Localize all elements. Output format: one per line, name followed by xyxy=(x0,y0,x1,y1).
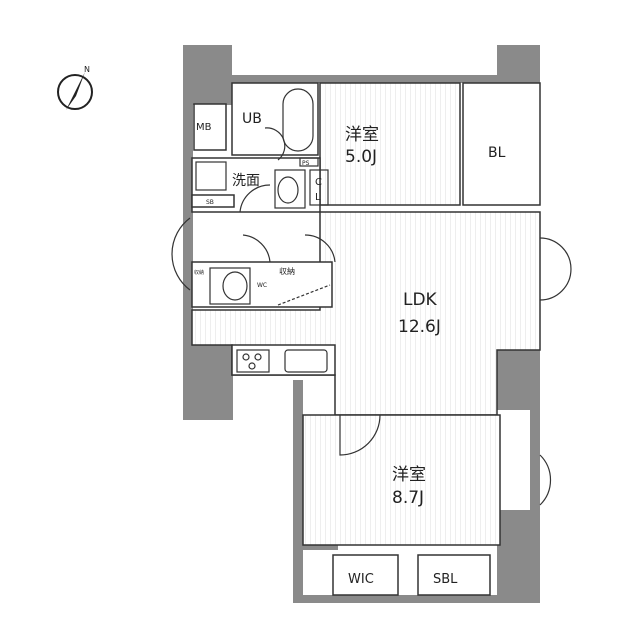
doors xyxy=(171,127,572,506)
closet-l-label: L xyxy=(315,192,321,203)
western-room-1 xyxy=(319,82,461,206)
ldk-name: LDK xyxy=(403,290,438,310)
bl-label: BL xyxy=(488,145,506,161)
bl-room xyxy=(462,82,541,206)
ldk-size: 12.6J xyxy=(398,317,441,337)
western-room-2-name: 洋室 xyxy=(392,465,426,485)
mb-label: MB xyxy=(196,122,212,133)
walls xyxy=(183,45,540,603)
closet-c-label: C xyxy=(315,177,322,188)
washroom-label: 洗面 xyxy=(232,173,260,189)
unit-bath xyxy=(231,82,319,156)
bathtub xyxy=(282,88,314,152)
sb-label: SB xyxy=(206,199,214,206)
wic xyxy=(332,554,399,596)
western-room-1-name: 洋室 xyxy=(345,125,379,145)
sb-room xyxy=(191,194,235,208)
north-arrow-icon: N xyxy=(57,65,93,110)
ub-label: UB xyxy=(242,111,262,127)
storage-2-label: 収納 xyxy=(279,266,295,276)
ldk xyxy=(191,211,541,416)
wic-label: WIC xyxy=(348,572,374,587)
western-room-2 xyxy=(302,414,501,546)
wc-label: WC xyxy=(257,282,267,289)
sbl xyxy=(417,554,491,596)
mb-room xyxy=(193,103,227,151)
western-room-1-size: 5.0J xyxy=(345,147,377,167)
western-room-2-size: 8.7J xyxy=(392,488,424,508)
north-label: N xyxy=(84,65,90,74)
ps-label: PS xyxy=(302,160,310,167)
storage xyxy=(191,261,333,308)
sbl-label: SBL xyxy=(433,572,458,587)
storage-1-label: 収納 xyxy=(194,269,204,276)
